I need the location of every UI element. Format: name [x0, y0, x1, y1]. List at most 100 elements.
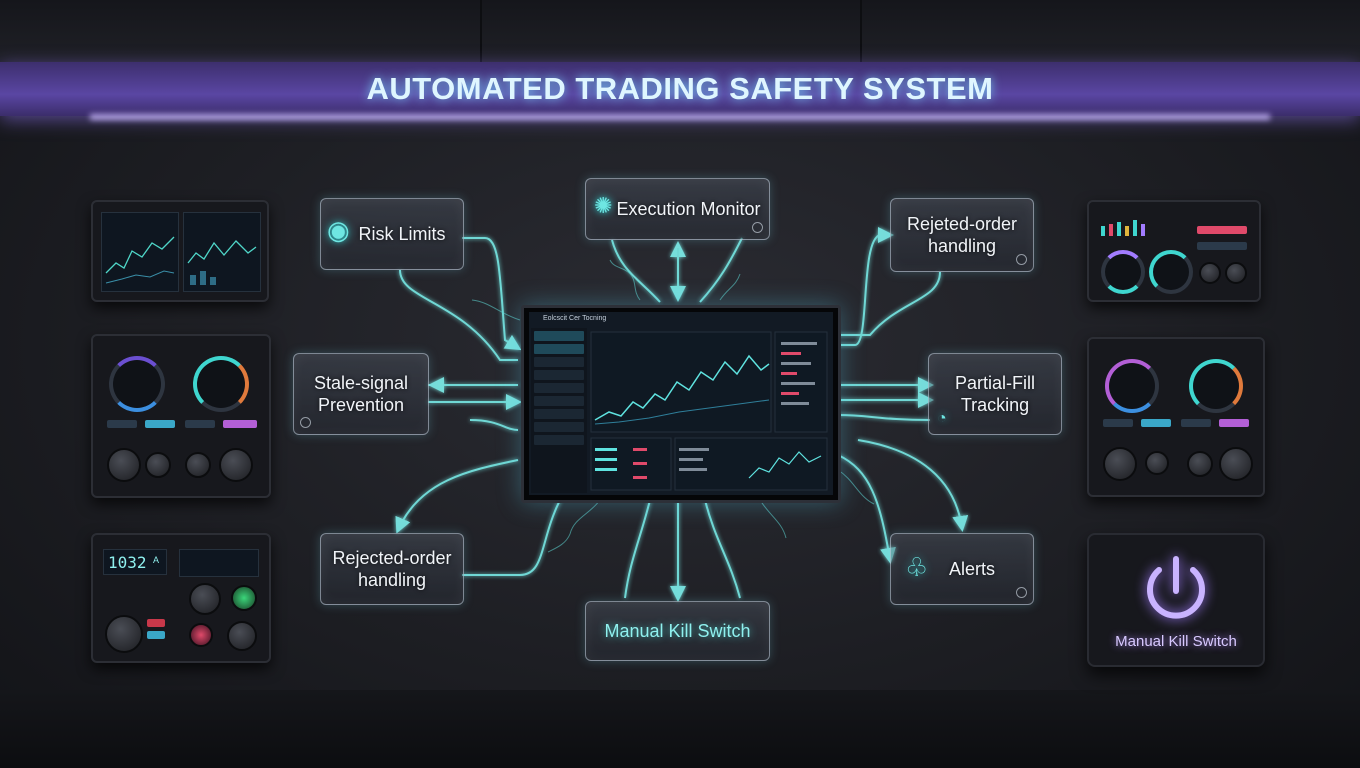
- rotary-knob[interactable]: [1145, 451, 1169, 475]
- rotary-knob[interactable]: [1199, 262, 1221, 284]
- rotary-knob[interactable]: [1103, 447, 1137, 481]
- rotary-knob[interactable]: [227, 621, 257, 651]
- mini-bar-chart: [1101, 220, 1145, 236]
- ceiling-seam: [860, 0, 862, 62]
- node-label: Rejected-order handling: [332, 548, 452, 590]
- rotary-knob[interactable]: [189, 583, 221, 615]
- node-rejected-order-right[interactable]: Rejeted-order handling: [890, 198, 1034, 272]
- gauge: [1189, 359, 1243, 413]
- sidebar-item[interactable]: [534, 357, 584, 367]
- wire-rej-left-b: [462, 499, 561, 576]
- power-button-small[interactable]: [189, 623, 213, 647]
- node-label: Risk Limits: [358, 224, 446, 244]
- clock-icon: ◔: [937, 410, 947, 427]
- wire-exec-left: [611, 239, 661, 303]
- status-pill: [1219, 419, 1249, 427]
- wire-tendril: [719, 273, 741, 301]
- wire-risk: [462, 237, 522, 351]
- status-pill: [147, 631, 165, 639]
- device-control-panel-left: 1032 A: [91, 533, 271, 663]
- dashboard-main-chart: [590, 331, 828, 491]
- mini-chart-screen: [183, 212, 261, 292]
- device-chart-panel-left: [91, 200, 269, 302]
- node-label: Alerts: [948, 559, 995, 579]
- alert-icon: ♧: [905, 552, 929, 582]
- status-pill: [1141, 419, 1171, 427]
- sidebar-item[interactable]: [534, 422, 584, 432]
- node-rejected-order-left[interactable]: Rejected-order handling: [320, 533, 464, 605]
- node-label: Execution Monitor: [616, 199, 761, 219]
- rotary-knob[interactable]: [185, 452, 211, 478]
- node-label: Stale-signal Prevention: [313, 373, 409, 415]
- node-risk-limits[interactable]: ◉ Risk Limits: [320, 198, 464, 270]
- node-execution-monitor[interactable]: ✺ Execution Monitor: [585, 178, 770, 240]
- rotary-knob[interactable]: [1219, 447, 1253, 481]
- status-pill: [1197, 226, 1247, 234]
- kill-switch-panel[interactable]: Manual Kill Switch: [1087, 533, 1265, 667]
- node-label: Partial-Fill Tracking: [954, 373, 1035, 415]
- wire-alerts: [837, 454, 896, 564]
- rotary-knob[interactable]: [105, 615, 143, 653]
- banner-title: AUTOMATED TRADING SAFETY SYSTEM: [366, 71, 994, 106]
- sidebar-item[interactable]: [534, 409, 584, 419]
- wire-rej-left: [395, 459, 519, 534]
- sidebar-item[interactable]: [534, 331, 584, 341]
- connector-dot: [1016, 587, 1027, 598]
- node-stale-signal-prevention[interactable]: Stale-signal Prevention: [293, 353, 429, 435]
- title-banner: AUTOMATED TRADING SAFETY SYSTEM: [0, 62, 1360, 116]
- wire-alerts-b: [857, 439, 969, 532]
- wire-tendril: [609, 259, 641, 301]
- status-pill: [185, 420, 215, 428]
- banner-glow: [90, 114, 1270, 120]
- mini-chart-screen: [101, 212, 179, 292]
- status-pill: [145, 420, 175, 428]
- status-pill: [1197, 242, 1247, 250]
- node-manual-kill-switch[interactable]: Manual Kill Switch: [585, 601, 770, 661]
- kill-panel-label: Manual Kill Switch: [1115, 633, 1237, 650]
- node-label: Manual Kill Switch: [604, 621, 751, 641]
- sidebar-item[interactable]: [534, 396, 584, 406]
- rotary-knob[interactable]: [145, 452, 171, 478]
- wire-rej-right-b: [838, 271, 941, 336]
- wire-risk-b: [399, 269, 518, 361]
- sidebar-item[interactable]: [534, 383, 584, 393]
- node-partial-fill-tracking[interactable]: Partial-Fill Tracking ◔: [928, 353, 1062, 435]
- wire-rej-right: [838, 227, 894, 346]
- status-pill: [1181, 419, 1211, 427]
- wire-kill-c: [704, 499, 741, 599]
- wire-exec-right: [699, 237, 743, 303]
- rotary-knob[interactable]: [1225, 262, 1247, 284]
- gauge: [1101, 250, 1145, 294]
- ceiling-seam: [480, 0, 482, 62]
- sidebar-item[interactable]: [534, 370, 584, 380]
- wire-partial-c: [837, 414, 931, 421]
- mini-line-chart: [187, 240, 257, 285]
- connector-dot: [1016, 254, 1027, 265]
- node-alerts[interactable]: ♧ Alerts: [890, 533, 1034, 605]
- readout-letter: A: [153, 555, 160, 565]
- device-gauge-panel-right: [1087, 337, 1265, 497]
- power-icon: [1147, 556, 1205, 619]
- sidebar-item[interactable]: [534, 344, 584, 354]
- central-dashboard-monitor: Eolcscit Cer Tocning: [521, 305, 841, 503]
- connector-dot: [300, 417, 311, 428]
- dashboard-screen: Eolcscit Cer Tocning: [529, 312, 833, 495]
- wire-tendril: [547, 499, 601, 553]
- mini-line-chart: [105, 236, 175, 284]
- status-pill: [223, 420, 257, 428]
- gauge: [1149, 250, 1193, 294]
- green-button[interactable]: [231, 585, 257, 611]
- sidebar-item[interactable]: [534, 435, 584, 445]
- connector-dot: [752, 222, 763, 233]
- rotary-knob[interactable]: [107, 448, 141, 482]
- rotary-knob[interactable]: [219, 448, 253, 482]
- wire-stale-d: [469, 419, 519, 431]
- rotary-knob[interactable]: [1187, 451, 1213, 477]
- status-pill: [1103, 419, 1133, 427]
- node-label: Rejeted-order handling: [906, 214, 1018, 256]
- wire-tendril: [837, 469, 875, 505]
- time-readout: 1032: [103, 549, 167, 575]
- gauge: [109, 356, 165, 412]
- status-pill: [107, 420, 137, 428]
- time-readout-value: 1032: [108, 553, 147, 572]
